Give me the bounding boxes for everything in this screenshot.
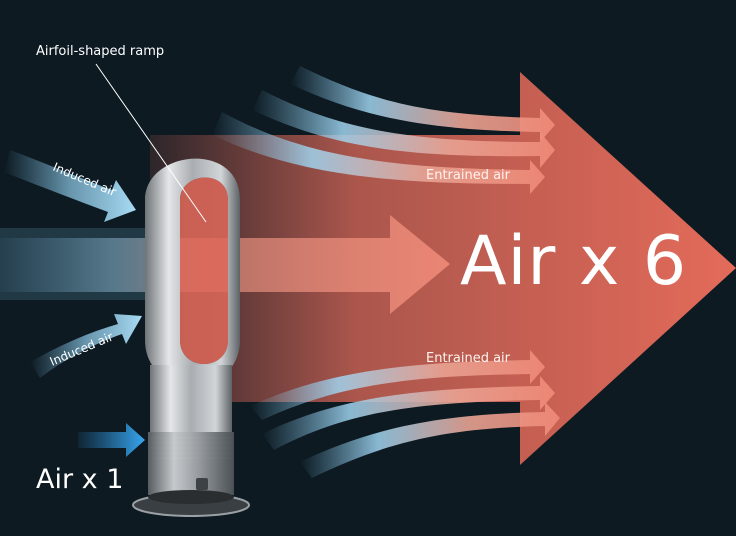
- central-air-band: [0, 228, 150, 300]
- loop-airflow-glow: [180, 177, 228, 364]
- ramp-leader-line: [95, 63, 207, 223]
- input-air-label: Air x 1: [36, 464, 124, 495]
- dial: [196, 478, 208, 490]
- lower-entrained-streams: [250, 350, 560, 478]
- input-air-arrow: [78, 423, 145, 457]
- fan-foot-top: [148, 490, 234, 504]
- entrained-air-label-top: Entrained air: [426, 168, 511, 183]
- entrained-air-label-bottom: Entrained air: [426, 351, 511, 366]
- fan-loop: [145, 158, 240, 385]
- fan-pedestal: [150, 365, 232, 432]
- induced-air-arrow-bottom: [30, 314, 142, 378]
- airfoil-ramp-label: Airfoil-shaped ramp: [36, 44, 165, 59]
- fan-base: [148, 432, 234, 495]
- output-air-label: Air x 6: [460, 222, 688, 301]
- upper-entrained-streams: [212, 66, 555, 194]
- induced-air-arrow-top: [4, 150, 136, 222]
